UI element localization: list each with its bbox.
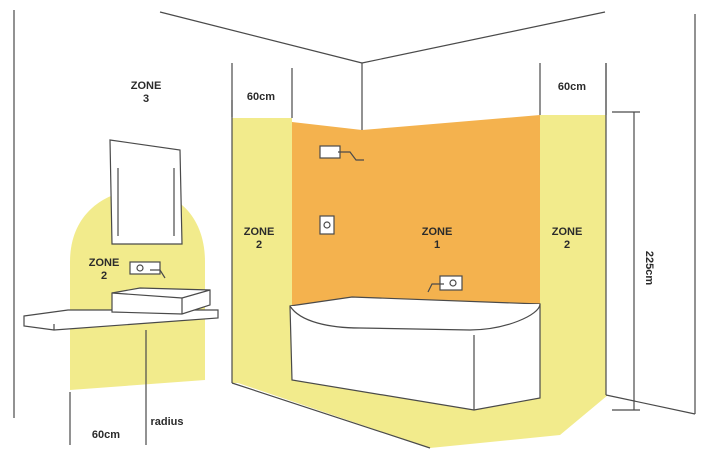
zone2-right-label: ZONE 2 [552, 226, 583, 251]
zone1-label: ZONE 1 [422, 226, 453, 251]
zone2-right-label-number: 2 [564, 239, 570, 251]
zone2-right-wall-area [540, 115, 606, 395]
basin-radius-word-label: radius [150, 416, 183, 428]
zone2-basin-label: ZONE 2 [89, 257, 120, 282]
right-width-label: 60cm [558, 81, 586, 93]
zone3-label: ZONE 3 [131, 80, 162, 105]
zone2-right-label-word: ZONE [552, 226, 583, 238]
zone2-left-label-word: ZONE [244, 226, 275, 238]
height-label: 225cm [643, 251, 655, 285]
room-outline [13, 10, 696, 449]
zone2-left-wall-area [232, 118, 292, 383]
zone2-basin-label-number: 2 [101, 270, 107, 282]
zone1-label-number: 1 [434, 239, 440, 251]
zone3-label-number: 3 [143, 93, 149, 105]
zone2-left-label: ZONE 2 [244, 226, 275, 251]
zone1-area [292, 115, 540, 310]
left-width-label: 60cm [247, 91, 275, 103]
zone1-label-word: ZONE [422, 226, 453, 238]
zone3-label-word: ZONE [131, 80, 162, 92]
zone2-basin-label-word: ZONE [89, 257, 120, 269]
zone2-left-label-number: 2 [256, 239, 262, 251]
basin-radius-value-label: 60cm [92, 429, 120, 441]
